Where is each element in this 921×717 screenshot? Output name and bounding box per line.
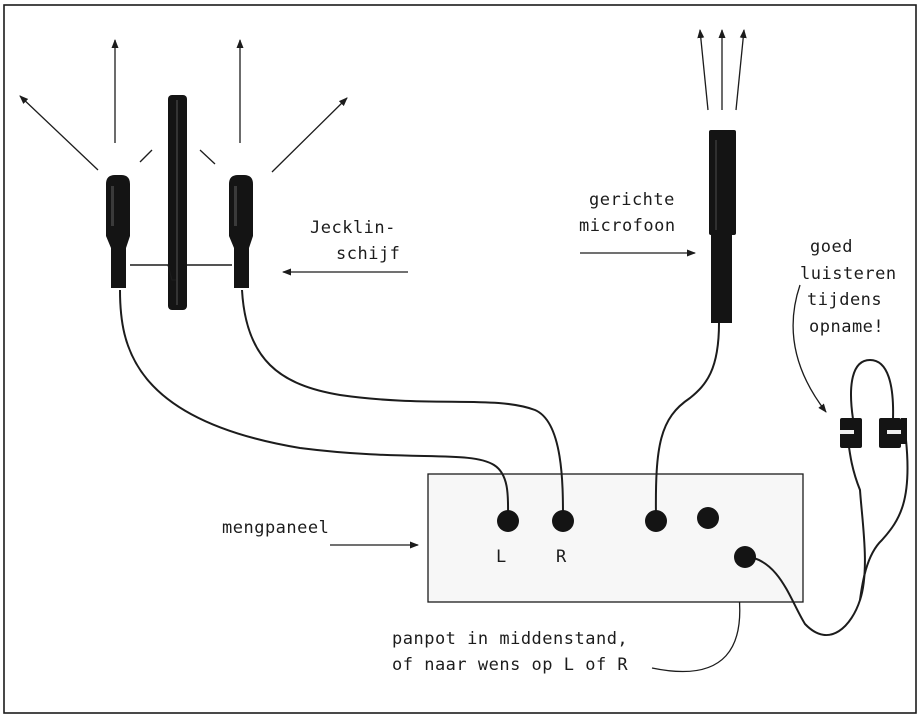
panpot-label-line2: of naar wens op L of R bbox=[392, 655, 629, 675]
directional-label-line1: gerichte bbox=[589, 190, 675, 210]
headphones-label-line1: goed bbox=[810, 237, 853, 257]
label-arrows bbox=[282, 249, 827, 673]
headphone-socket bbox=[734, 546, 756, 568]
channel-left-label: L bbox=[496, 547, 507, 567]
microphone-left-icon bbox=[106, 175, 130, 288]
panpot-knob bbox=[697, 507, 719, 529]
headphones-label-line2: luisteren bbox=[800, 264, 897, 284]
outer-frame bbox=[3, 4, 917, 714]
sound-arrows-directional bbox=[697, 29, 747, 111]
cables bbox=[119, 289, 909, 636]
jecklin-label-line1: Jecklin- bbox=[310, 218, 396, 238]
channel-right-label: R bbox=[556, 547, 567, 567]
directional-label-line2: microfoon bbox=[579, 216, 676, 236]
mixer-panel bbox=[427, 473, 804, 603]
microphone-right-icon bbox=[229, 175, 253, 288]
headphones-label-line4: opname! bbox=[809, 317, 885, 337]
jecklin-disc-icon bbox=[130, 95, 232, 310]
jecklin-label-line2: schijf bbox=[336, 244, 401, 264]
directional-microphone-icon bbox=[709, 130, 736, 323]
headphones-icon bbox=[840, 358, 907, 448]
socket-right bbox=[552, 510, 574, 532]
mixer-sockets bbox=[497, 507, 756, 568]
headphones-label-line3: tijdens bbox=[807, 290, 883, 310]
sound-arrows-jecklin bbox=[19, 39, 348, 173]
socket-directional bbox=[645, 510, 667, 532]
mixer-label: mengpaneel bbox=[222, 518, 330, 538]
panpot-label-line1: panpot in middenstand, bbox=[392, 629, 629, 649]
socket-left bbox=[497, 510, 519, 532]
